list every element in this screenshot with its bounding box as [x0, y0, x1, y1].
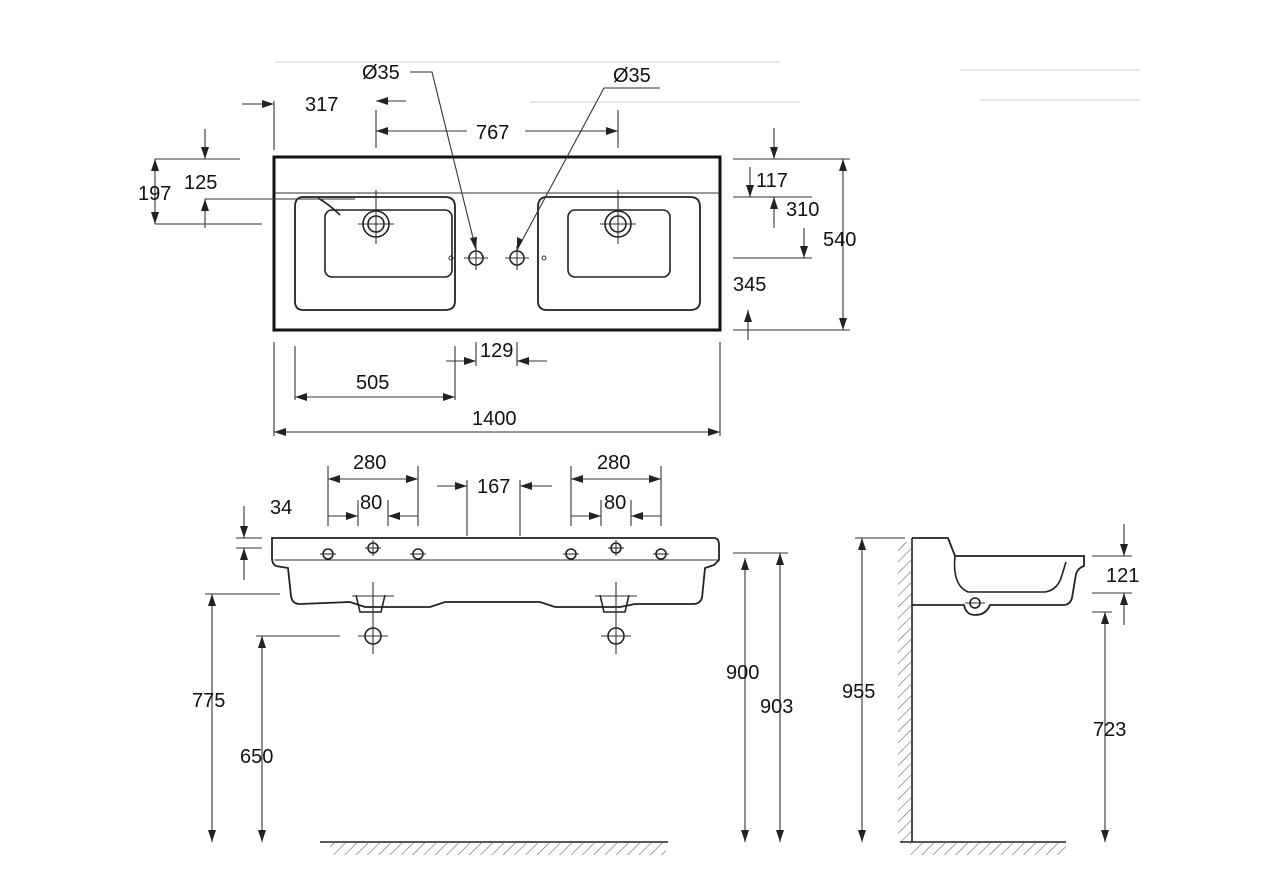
dim-197-label: 197 — [138, 183, 171, 205]
top-view: Ø35 Ø35 317 767 125 197 — [138, 62, 856, 436]
background-artifacts — [275, 61, 1140, 103]
right-bowl-outline — [537, 196, 701, 311]
dim-900-label: 900 — [726, 662, 759, 684]
dim-345-label: 345 — [733, 274, 766, 296]
dim-317-label: 317 — [305, 94, 338, 116]
floor-hatch — [330, 843, 666, 855]
basin-top-outline — [272, 155, 722, 332]
right-faucet-hole-icon — [600, 190, 636, 244]
right-drain-area — [567, 209, 671, 278]
left-faucet-hole-icon — [358, 190, 394, 244]
front-view: 280 280 80 80 167 — [192, 452, 793, 855]
side-view: 955 121 723 — [842, 524, 1139, 855]
dim-903-label: 903 — [760, 696, 793, 718]
dim-505-label: 505 — [356, 372, 389, 394]
left-bowl-outline — [294, 196, 456, 311]
dim-280-left-label: 280 — [353, 452, 386, 474]
dim-167-label: 167 — [477, 476, 510, 498]
left-drain-area — [324, 209, 453, 278]
basin-front-outline — [271, 537, 720, 608]
dim-129-label: 129 — [480, 340, 513, 362]
dim-650-label: 650 — [240, 746, 273, 768]
drain-outlet-left-icon — [352, 582, 394, 654]
dim-775-label: 775 — [192, 690, 225, 712]
dim-80-left-label: 80 — [360, 492, 382, 514]
basin-side-profile — [912, 537, 1085, 616]
dim-540-label: 540 — [823, 229, 856, 251]
dim-955-label: 955 — [842, 681, 875, 703]
dim-dia-right-label: Ø35 — [613, 65, 651, 87]
dim-121-label: 121 — [1106, 565, 1139, 587]
front-hole-markers — [320, 540, 669, 560]
dim-117-label: 117 — [756, 170, 788, 192]
dim-1400-label: 1400 — [472, 408, 517, 430]
dim-125-label: 125 — [184, 172, 217, 194]
dim-723-label: 723 — [1093, 719, 1126, 741]
dim-dia-left-label: Ø35 — [362, 62, 400, 84]
dim-34-label: 34 — [270, 497, 292, 519]
dim-767-label: 767 — [476, 122, 509, 144]
side-floor-hatch — [910, 843, 1066, 855]
drain-outlet-right-icon — [595, 582, 637, 654]
dim-280-right-label: 280 — [597, 452, 630, 474]
wall-hatch — [898, 542, 911, 842]
dim-80-right-label: 80 — [604, 492, 626, 514]
dim-310-label: 310 — [786, 199, 819, 221]
